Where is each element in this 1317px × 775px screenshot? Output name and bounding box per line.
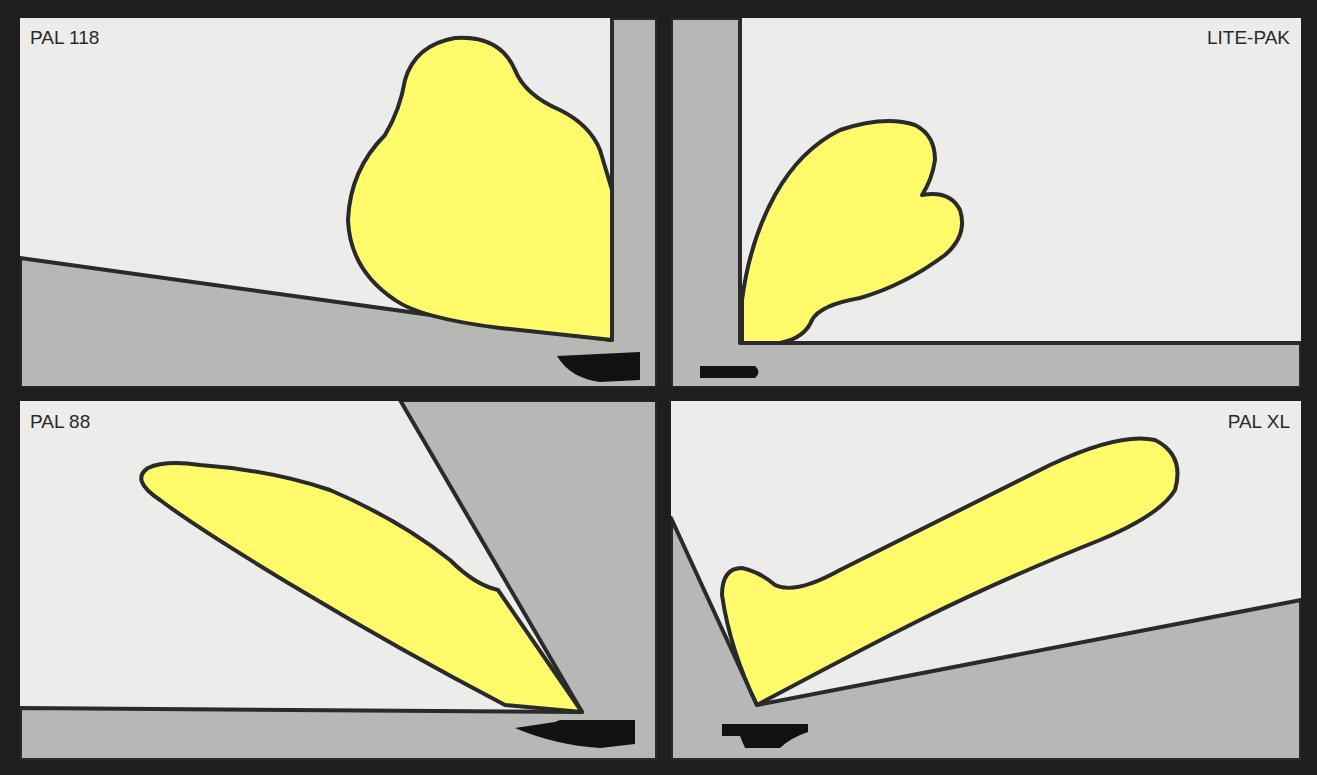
panel-label: PAL XL	[1228, 412, 1290, 431]
light-beam	[141, 463, 582, 712]
panel-ground	[671, 400, 1301, 760]
light-beam	[722, 438, 1178, 705]
panel-ground	[20, 18, 657, 388]
lamp-silhouette	[700, 366, 759, 378]
panel-ground	[671, 18, 1301, 388]
panel-label: PAL 88	[30, 412, 90, 431]
panel-label: LITE-PAK	[1207, 28, 1290, 47]
lamp-silhouette	[722, 724, 808, 748]
wall-and-ground	[20, 18, 657, 388]
panel-frame	[13, 11, 1308, 767]
lamp-silhouette	[515, 720, 635, 748]
wall-and-ground	[671, 18, 1301, 388]
light-beam	[348, 38, 612, 340]
wall-and-ground	[20, 400, 657, 760]
light-beam	[742, 121, 962, 343]
panel-label: PAL 118	[30, 28, 99, 47]
lamp-silhouette	[557, 352, 640, 382]
panel-ground	[20, 400, 657, 760]
